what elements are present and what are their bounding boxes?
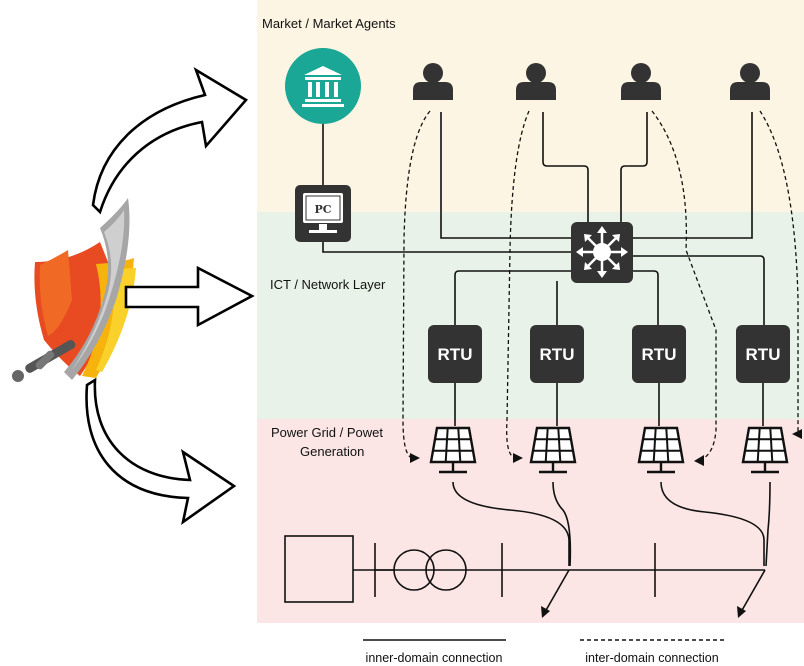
rtu-2-label: RTU — [540, 345, 575, 364]
grid-layer-label-line2: Generation — [300, 444, 364, 459]
grid-layer-bg — [257, 419, 804, 623]
transformer-icon — [375, 549, 467, 591]
dashed-arrowhead-2 — [513, 453, 523, 463]
dashed-arrowhead-4 — [792, 429, 802, 439]
shield-sword-icon — [12, 198, 136, 382]
rtu-1-label: RTU — [438, 345, 473, 364]
pc-label: PC — [314, 203, 331, 216]
rtu-3-label: RTU — [642, 345, 677, 364]
legend-inter-label: inter-domain connection — [585, 651, 718, 665]
arrow-to-market — [91, 67, 248, 215]
rtu-4: RTU — [736, 325, 790, 383]
network-switch-icon — [571, 222, 633, 283]
inter-domain-connections — [402, 110, 801, 461]
rtu-2: RTU — [530, 325, 584, 383]
pc-icon: PC — [295, 185, 351, 242]
arrowhead-left — [541, 606, 550, 618]
arrow-to-ict — [124, 265, 255, 328]
bank-icon — [285, 48, 361, 124]
legend-inner-label: inner-domain connection — [366, 651, 503, 665]
dashed-arrowhead-3 — [694, 455, 704, 466]
market-layer-label: Market / Market Agents — [262, 16, 396, 31]
ict-layer-label: ICT / Network Layer — [270, 277, 386, 292]
ict-layer-bg — [257, 212, 804, 419]
grid-layer-label-line1: Power Grid / Powet — [271, 425, 383, 440]
dashed-arrowhead-1 — [410, 453, 420, 463]
rtu-1: RTU — [428, 325, 482, 383]
rtu-4-label: RTU — [746, 345, 781, 364]
arrow-to-grid — [85, 377, 237, 525]
arrowhead-right — [737, 606, 746, 618]
generator-box — [284, 535, 354, 603]
inner-domain-connections — [322, 112, 771, 613]
rtu-3: RTU — [632, 325, 686, 383]
